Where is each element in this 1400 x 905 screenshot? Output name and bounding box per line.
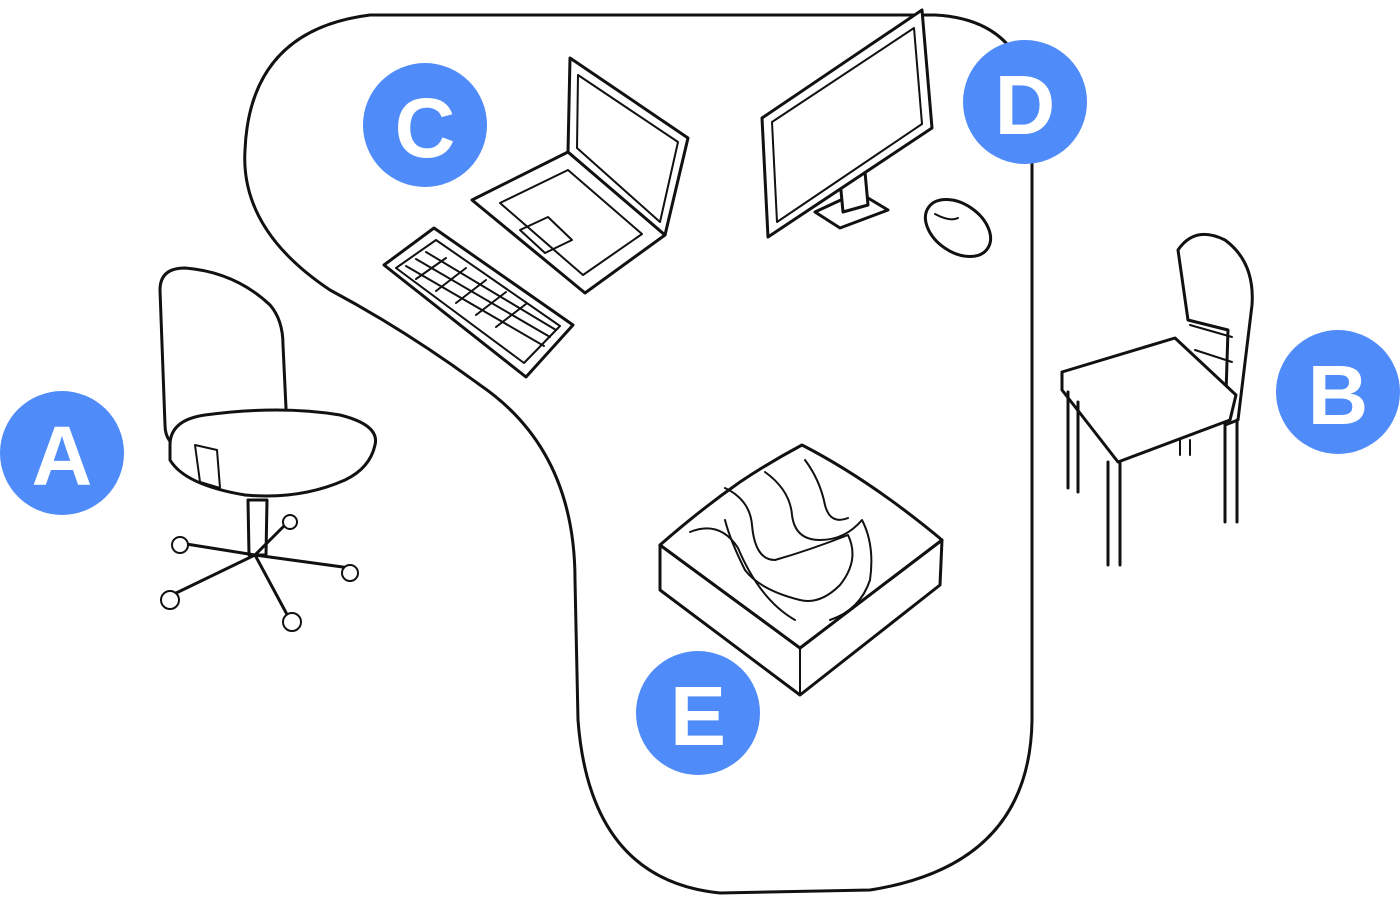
badge-a-label: A [32,409,93,503]
badge-e-label: E [670,669,726,763]
laptop-icon [470,56,690,295]
chair-icon [1060,232,1254,567]
monitor-icon [760,8,934,239]
badge-d: D [963,40,1087,164]
badge-b-label: B [1308,348,1369,442]
keyboard-icon [382,226,575,379]
badge-c: C [363,63,487,187]
office-chair-icon [158,266,378,632]
badge-c-label: C [395,81,456,175]
badge-b: B [1276,330,1400,454]
badge-e: E [636,651,760,775]
badge-d-label: D [995,58,1056,152]
badge-a: A [0,391,124,515]
terrain-model-icon [658,443,944,697]
mouse-icon [923,197,993,259]
desk-outline [243,13,1034,895]
